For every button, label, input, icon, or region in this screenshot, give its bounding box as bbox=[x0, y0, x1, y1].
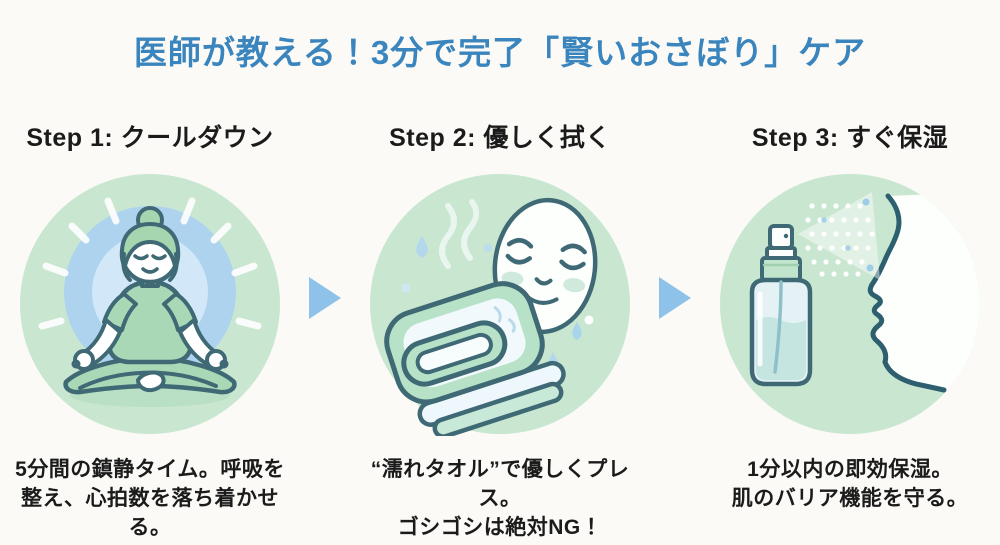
step-1-card: Step 1: クールダウン bbox=[0, 118, 300, 543]
step-3-illustration bbox=[718, 172, 982, 436]
right-arrow-icon bbox=[309, 277, 341, 319]
step-3-caption: 1分以内の即効保湿。 肌のバリア機能を守る。 bbox=[731, 458, 969, 510]
step-1-heading: Step 1: クールダウン bbox=[26, 124, 274, 152]
step-1-caption: 5分間の鎮静タイム。呼吸を 整え、心拍数を落ち着かせる。 bbox=[15, 458, 285, 539]
glow-rays bbox=[38, 197, 262, 330]
step-3-heading: Step 3: すぐ保湿 bbox=[751, 124, 949, 152]
steps-row: Step 1: クールダウン bbox=[0, 118, 1000, 543]
spray-bottle bbox=[749, 224, 813, 387]
arrow-slot-2 bbox=[650, 118, 700, 319]
step-3-card: Step 3: すぐ保湿 bbox=[700, 118, 1000, 514]
face-profile bbox=[870, 192, 980, 398]
page-title: 医師が教える！3分で完了「賢いおさぼり」ケア bbox=[133, 34, 867, 71]
meditating-person-icon bbox=[20, 174, 280, 434]
arrow-slot-1 bbox=[300, 118, 350, 319]
folded-towel bbox=[384, 281, 566, 436]
step-1-illustration bbox=[18, 172, 282, 436]
step-2-caption: “濡れタオル”で優しくプレス。 ゴシゴシは絶対NG！ bbox=[370, 458, 630, 539]
step-2-heading: Step 2: 優しく拭く bbox=[389, 124, 611, 152]
steam-icon bbox=[439, 199, 480, 269]
wet-towel-face-icon bbox=[370, 174, 630, 436]
right-arrow-icon bbox=[659, 277, 691, 319]
meditating-person bbox=[63, 206, 237, 395]
spray-bottle-face-icon bbox=[720, 174, 980, 434]
spray-mist bbox=[798, 192, 880, 280]
step-2-illustration bbox=[368, 172, 632, 436]
step-2-card: Step 2: 優しく拭く bbox=[350, 118, 650, 543]
